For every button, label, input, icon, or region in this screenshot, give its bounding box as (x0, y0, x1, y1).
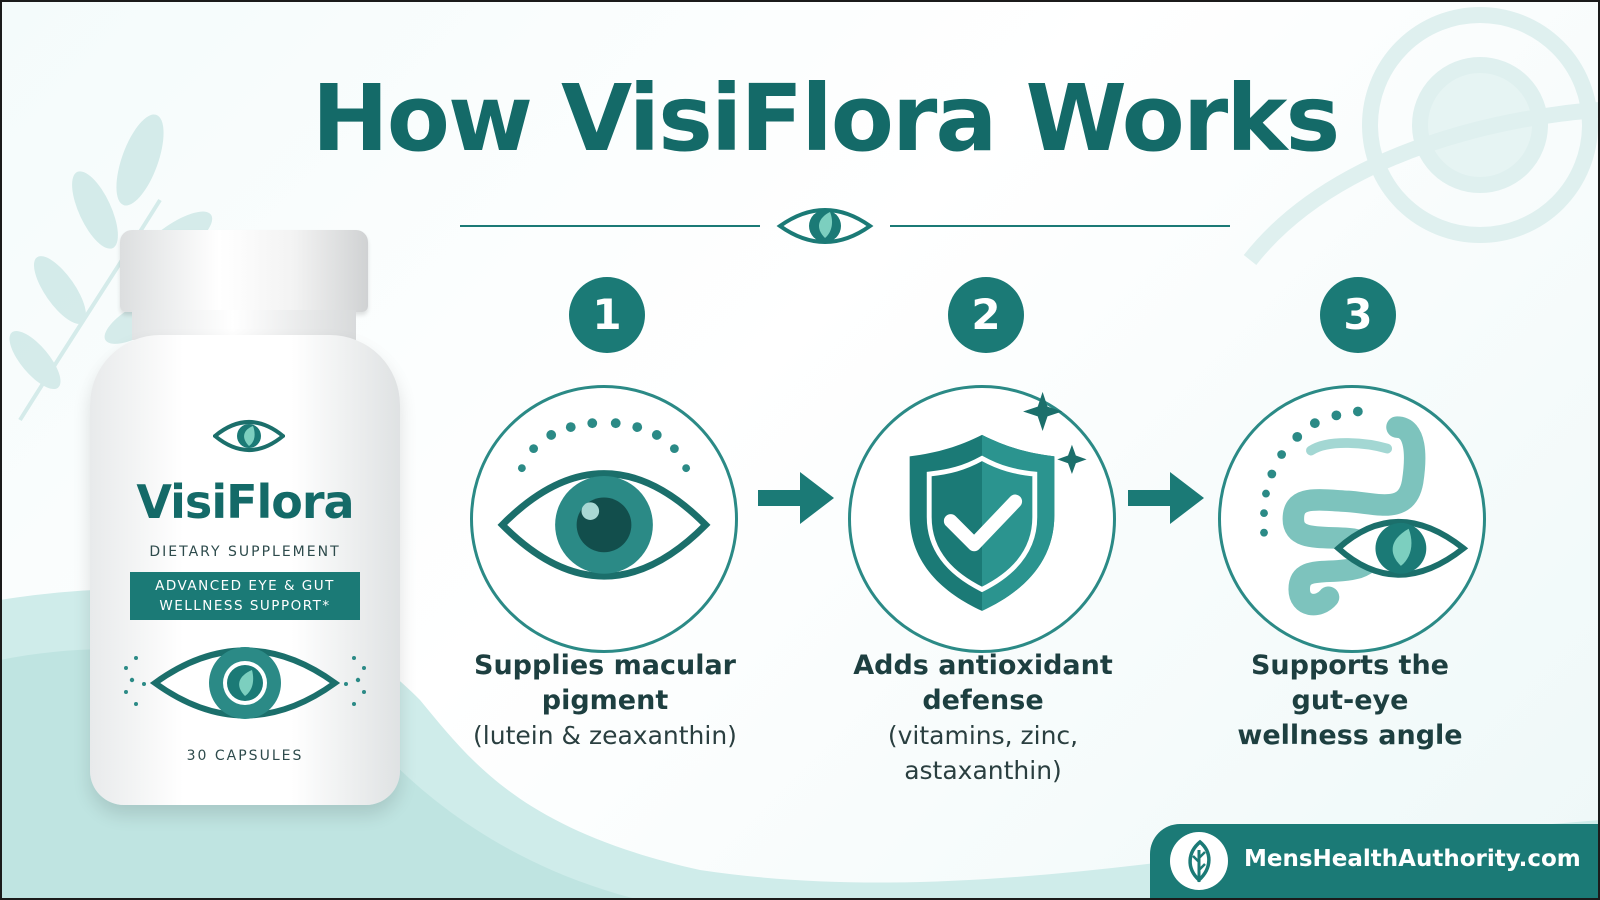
eye-leaf-icon (213, 420, 285, 452)
step-1-circle (470, 385, 738, 653)
step-1-number: 1 (569, 277, 645, 353)
step-2-number: 2 (948, 277, 1024, 353)
title-divider (460, 208, 1230, 244)
step-3-caption: Supports the gut-eye wellness angle (1200, 648, 1500, 753)
product-brand: VisiFlora (136, 475, 354, 529)
step-1-title-line1: Supplies macular (474, 650, 736, 681)
eye-leaf-icon (124, 647, 366, 719)
gut-eye-icon (1260, 406, 1469, 616)
step-3-title-line1: Supports the (1250, 650, 1449, 681)
step-2-circle (848, 385, 1116, 653)
footer-site-link[interactable]: MensHealthAuthority.com (1244, 846, 1581, 872)
arrow-right-icon (758, 472, 834, 524)
step-1-caption: Supplies macular pigment (lutein & zeaxa… (455, 648, 755, 753)
step-1-title-line2: pigment (541, 685, 669, 716)
shield-check-icon (909, 391, 1087, 611)
leaf-icon (1188, 839, 1211, 883)
band-line-2: WELLNESS SUPPORT* (159, 598, 331, 614)
step-3-circle (1218, 385, 1486, 653)
faded-eye-icon (1243, 7, 1600, 265)
footer-banner: MensHealthAuthority.com (1150, 824, 1600, 900)
product-count: 30 CAPSULES (186, 748, 304, 764)
step-1-detail: (lutein & zeaxanthin) (473, 721, 737, 750)
bottle-cap (120, 230, 368, 312)
footer-logo (1170, 832, 1228, 890)
band-line-1: ADVANCED EYE & GUT (155, 578, 335, 594)
sparkle-icon (1023, 391, 1087, 475)
step-3-title-line2: gut-eye (1291, 685, 1409, 716)
page-title: How VisiFlora Works (311, 65, 1340, 172)
step-2-title-line2: defense (922, 685, 1044, 716)
step-2-detail-line1: (vitamins, zinc, (887, 721, 1079, 750)
step-3-number: 3 (1320, 277, 1396, 353)
eye-icon (497, 418, 711, 580)
bottle-body (90, 335, 400, 805)
step-2-title-line1: Adds antioxidant (853, 650, 1113, 681)
eye-leaf-icon (776, 208, 874, 244)
step-2-caption: Adds antioxidant defense (vitamins, zinc… (833, 648, 1133, 788)
product-band: ADVANCED EYE & GUT WELLNESS SUPPORT* (130, 572, 360, 620)
product-bottle: VisiFlora DIETARY SUPPLEMENT ADVANCED EY… (80, 230, 410, 810)
arrow-right-icon (1128, 472, 1204, 524)
product-type: DIETARY SUPPLEMENT (149, 544, 341, 560)
step-3-detail: wellness angle (1237, 720, 1463, 751)
step-2-detail-line2: astaxanthin) (904, 756, 1062, 785)
